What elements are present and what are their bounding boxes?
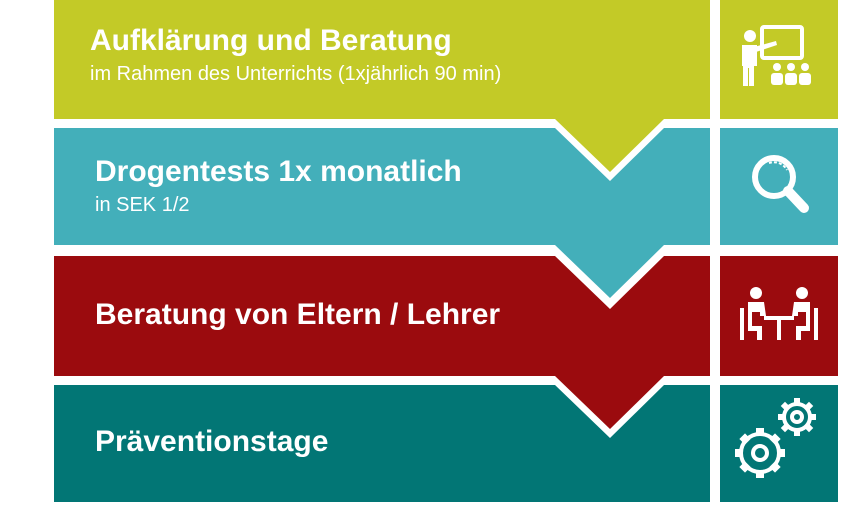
meeting-table-icon <box>740 287 818 340</box>
band-2-shape <box>54 128 710 298</box>
step-2-title: Drogentests 1x monatlich <box>95 155 462 188</box>
step-4-icon-box <box>720 385 838 502</box>
step-1-icon-box <box>720 0 838 119</box>
magnifier-search-icon <box>752 155 809 213</box>
step-2-text: Drogentests 1x monatlich in SEK 1/2 <box>95 155 462 217</box>
step-2-icon-box <box>720 128 838 245</box>
gear-teeth <box>735 398 816 478</box>
step-1-subtitle: im Rahmen des Unterrichts (1xjährlich 90… <box>90 63 502 85</box>
step-2-subtitle: in SEK 1/2 <box>95 194 190 216</box>
step-1-text: Aufklärung und Beratung im Rahmen des Un… <box>90 24 501 86</box>
step-4-title: Präventionstage <box>95 425 329 458</box>
step-3-title: Beratung von Eltern / Lehrer <box>95 298 501 331</box>
gears-icon <box>735 398 816 478</box>
step-3-icon-box <box>720 256 838 376</box>
step-4-text: Präventionstage <box>95 425 328 459</box>
step-1-title: Aufklärung und Beratung <box>90 24 452 57</box>
presentation-teacher-icon <box>742 25 811 86</box>
step-3-text: Beratung von Eltern / Lehrer <box>95 298 500 332</box>
band-3-shape <box>54 256 710 429</box>
band-1-shape <box>54 0 710 172</box>
band-4-shape <box>54 385 710 502</box>
